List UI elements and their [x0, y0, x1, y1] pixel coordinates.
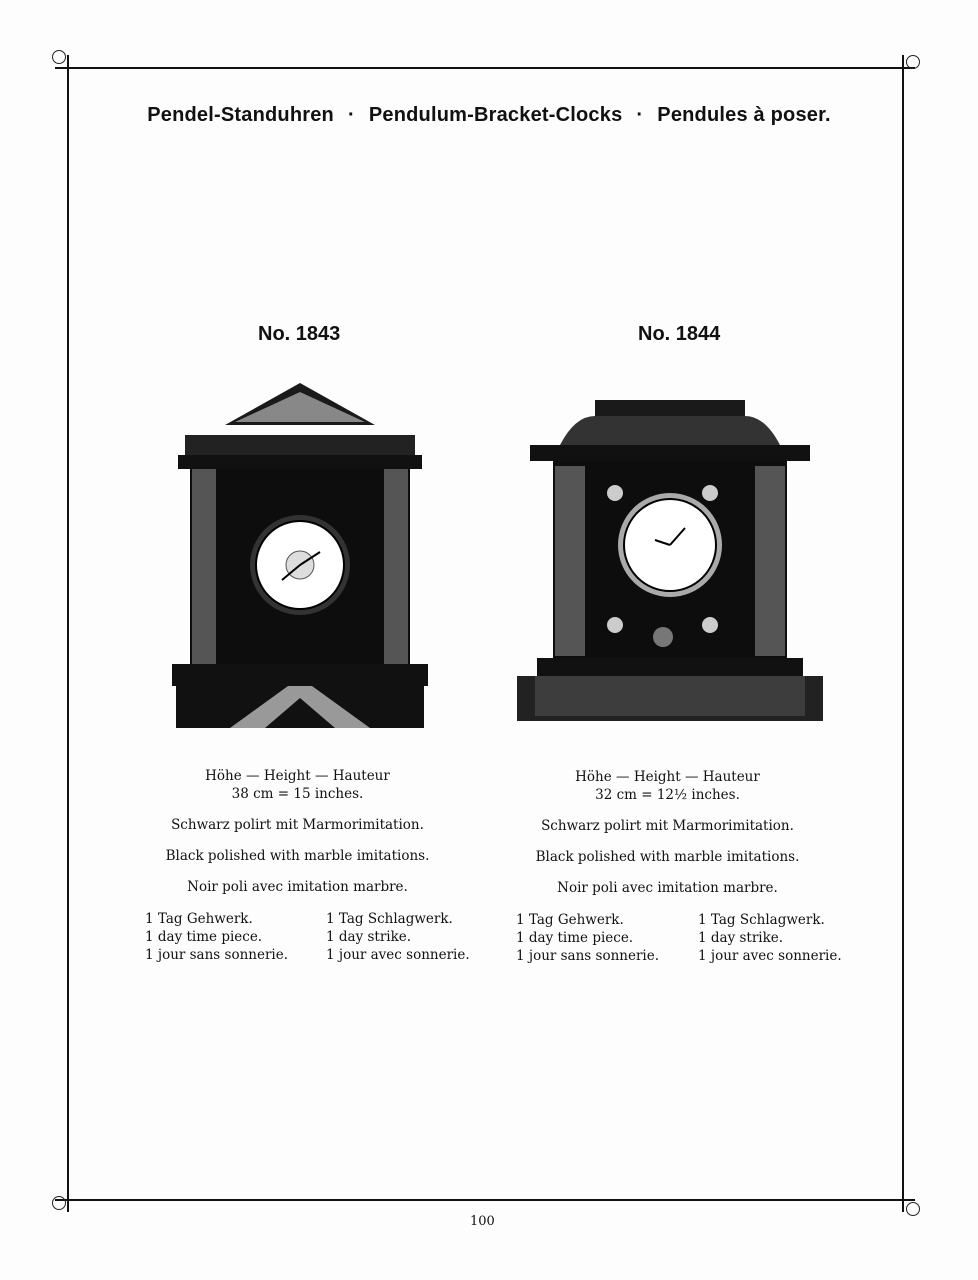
frame-left [67, 55, 69, 1212]
movement-list: 1 Tag Gehwerk. 1 day time piece. 1 jour … [145, 910, 288, 964]
movement-line: 1 Tag Schlagwerk. [698, 912, 825, 928]
item-description: Höhe — Height — Hauteur 38 cm = 15 inche… [130, 767, 465, 896]
movement-line: 1 day strike. [326, 929, 412, 945]
movement-line: 1 jour avec sonnerie. [698, 948, 842, 964]
movement-line: 1 jour avec sonnerie. [326, 947, 470, 963]
item-number: No. 1844 [638, 323, 721, 345]
corner-ornament-icon [52, 1196, 66, 1210]
movement-list: 1 Tag Schlagwerk. 1 day strike. 1 jour a… [698, 911, 842, 965]
clock-1843-illustration [172, 383, 428, 728]
movement-line: 1 jour sans sonnerie. [516, 948, 660, 964]
movement-line: 1 jour sans sonnerie. [145, 947, 289, 963]
movement-line: 1 Tag Gehwerk. [516, 912, 624, 928]
movement-line: 1 Tag Schlagwerk. [326, 911, 453, 927]
height-label: Höhe — Height — Hauteur [575, 769, 760, 785]
description-de: Schwarz polirt mit Marmorimitation. [541, 818, 794, 834]
title-en: Pendulum-Bracket-Clocks [368, 104, 623, 126]
page-number: 100 [470, 1214, 495, 1229]
height-value: 38 cm = 15 inches. [231, 786, 364, 802]
movement-line: 1 day time piece. [145, 929, 263, 945]
description-fr: Noir poli avec imitation marbre. [187, 879, 408, 895]
title-fr: Pendules à poser [657, 104, 825, 126]
height-value: 32 cm = 12½ inches. [595, 787, 740, 803]
movement-line: 1 Tag Gehwerk. [145, 911, 253, 927]
movement-list: 1 Tag Schlagwerk. 1 day strike. 1 jour a… [326, 910, 470, 964]
corner-ornament-icon [906, 1202, 920, 1216]
frame-top [55, 67, 915, 69]
description-en: Black polished with marble imitations. [535, 849, 800, 865]
separator: · [347, 104, 355, 126]
page-title: Pendel-Standuhren · Pendulum-Bracket-Clock… [147, 104, 831, 126]
movement-line: 1 day strike. [698, 930, 784, 946]
title-de: Pendel-Standuhren [147, 104, 334, 126]
description-en: Black polished with marble imitations. [165, 848, 430, 864]
item-description: Höhe — Height — Hauteur 32 cm = 12½ inch… [500, 768, 835, 897]
item-number: No. 1843 [258, 323, 341, 345]
movement-line: 1 day time piece. [516, 930, 634, 946]
corner-ornament-icon [906, 55, 920, 69]
height-label: Höhe — Height — Hauteur [205, 768, 390, 784]
movement-list: 1 Tag Gehwerk. 1 day time piece. 1 jour … [516, 911, 659, 965]
description-fr: Noir poli avec imitation marbre. [557, 880, 778, 896]
frame-right [902, 55, 904, 1212]
separator: · [636, 104, 644, 126]
corner-ornament-icon [52, 50, 66, 64]
description-de: Schwarz polirt mit Marmorimitation. [171, 817, 424, 833]
frame-bottom [55, 1199, 915, 1201]
clock-1844-illustration [517, 400, 823, 721]
